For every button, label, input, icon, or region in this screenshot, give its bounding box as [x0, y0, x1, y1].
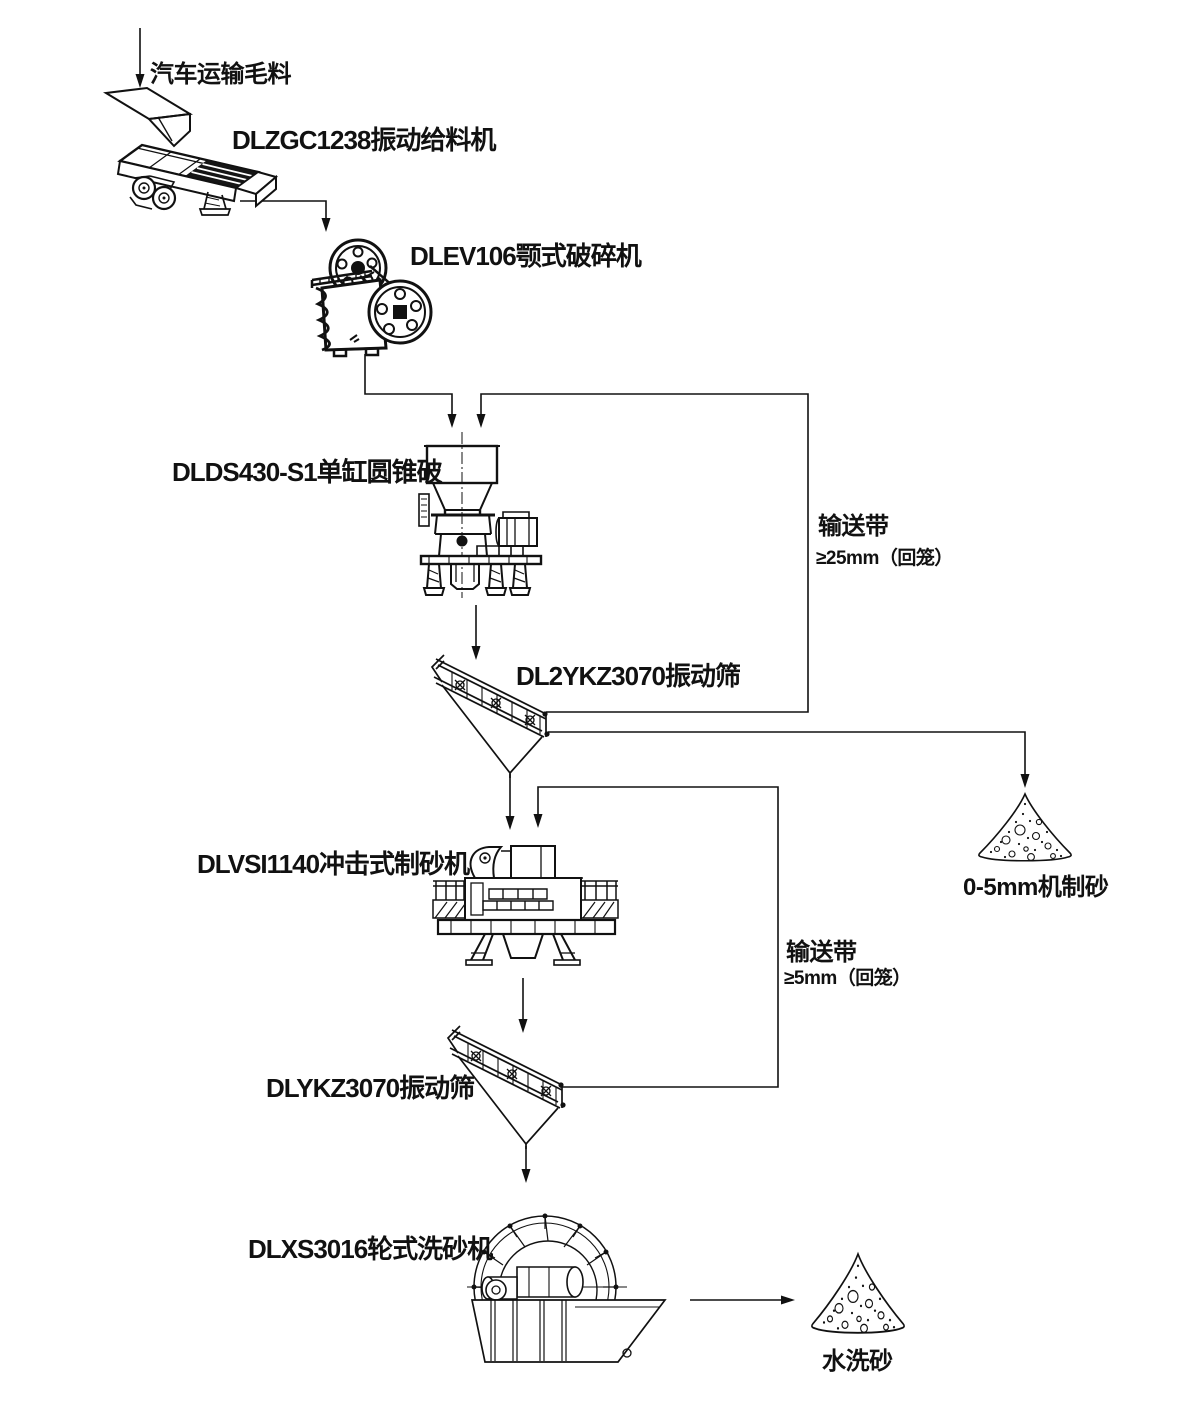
line-jaw-to-cone [364, 354, 453, 418]
line-return1 [480, 393, 809, 713]
line-feeder-to-jaw [240, 200, 327, 222]
sand-maker-label: DLVSI1140冲击式制砂机 [197, 849, 470, 879]
arrowheads [135, 74, 1030, 1305]
line-return2 [537, 786, 779, 1088]
pile1-drawing [978, 793, 1072, 862]
pile2-label: 水洗砂 [822, 1348, 893, 1375]
cone-crusher-label: DLDS430-S1单缸圆锥破 [172, 457, 443, 487]
washer-drawing [467, 1213, 667, 1363]
screen2-label: DLYKZ3070振动筛 [266, 1073, 475, 1103]
screen1-label: DL2YKZ3070振动筛 [516, 661, 741, 691]
pile2-drawing [810, 1253, 906, 1334]
jaw-crusher-drawing [310, 238, 433, 358]
line-screen1-to-pile1 [548, 731, 1026, 778]
sand-maker-drawing [432, 845, 619, 966]
connector-lines [139, 28, 1026, 1301]
jaw-crusher-label: DLEV106颚式破碎机 [410, 241, 642, 271]
belt2-title: 输送带 [786, 939, 857, 966]
feeder-drawing [103, 86, 279, 216]
pile1-label: 0-5mm机制砂 [963, 874, 1109, 901]
cone-crusher-drawing [418, 432, 543, 598]
feeder-label: DLZGC1238振动给料机 [232, 125, 496, 155]
washer-label: DLXS3016轮式洗砂机 [248, 1234, 493, 1264]
feed-source-label: 汽车运输毛料 [150, 61, 292, 88]
belt1-spec: ≥25mm（回笼） [816, 548, 953, 569]
belt1-title: 输送带 [818, 513, 889, 540]
belt2-spec: ≥5mm（回笼） [784, 968, 911, 989]
